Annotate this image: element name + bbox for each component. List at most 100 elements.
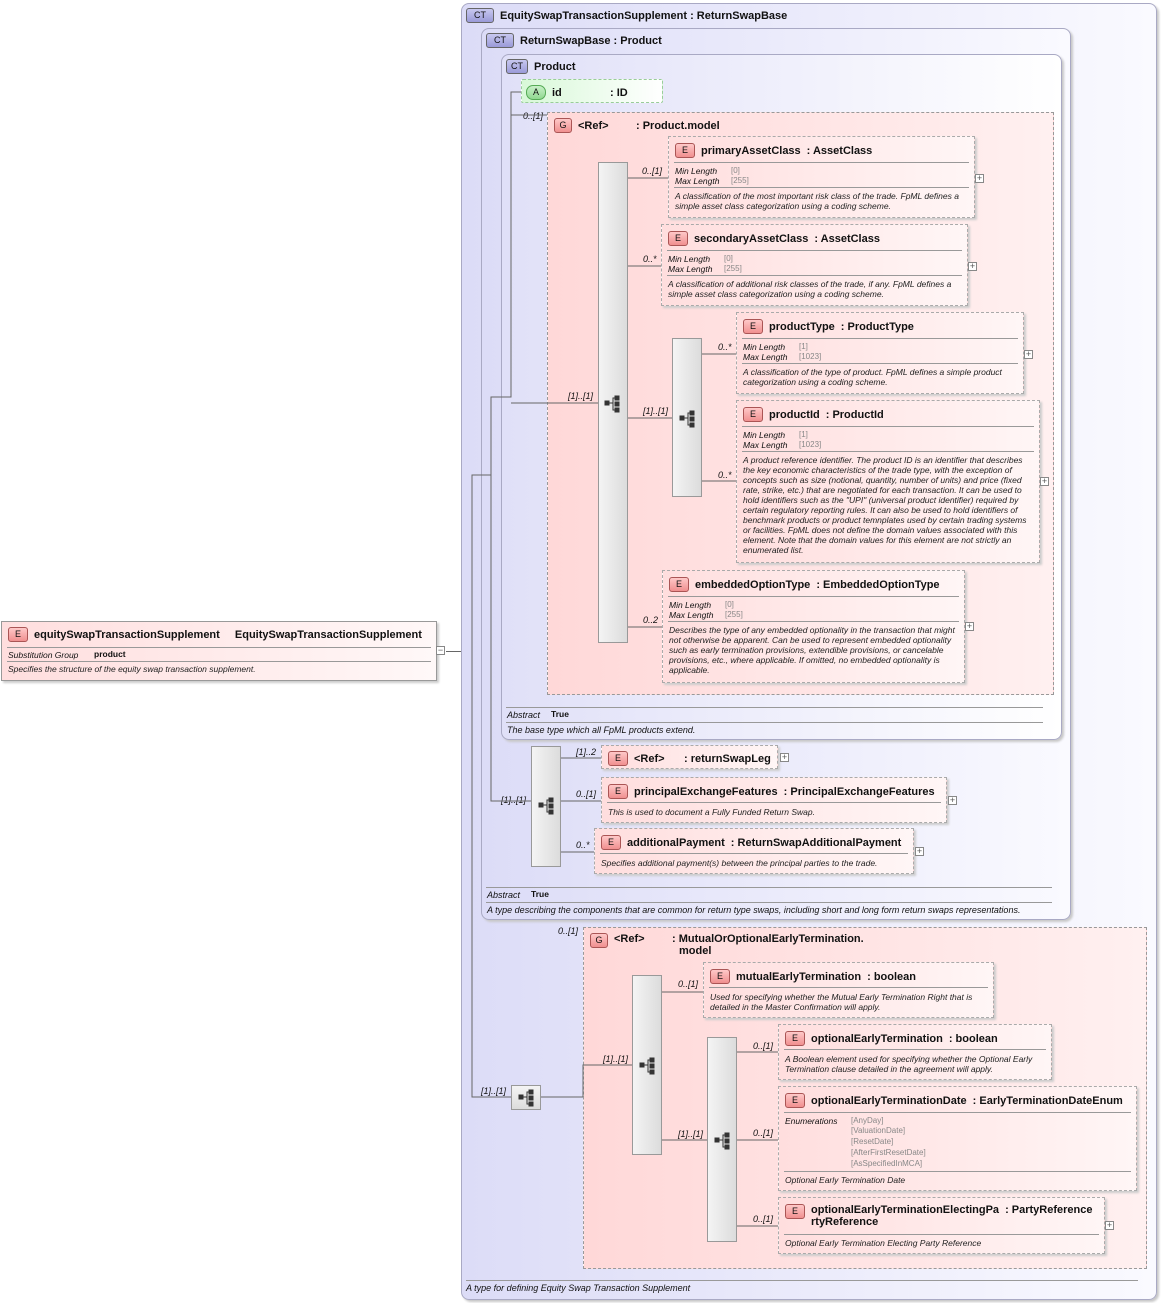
element-return-swap-leg[interactable]: E <Ref> : returnSwapLeg xyxy=(601,745,778,769)
enum-value: [AnyDay] xyxy=(851,1116,884,1125)
divider xyxy=(486,887,1052,888)
element-name: primaryAssetClass xyxy=(701,144,801,157)
expand-icon[interactable]: + xyxy=(780,752,789,762)
min-length-label: Min Length xyxy=(675,166,718,176)
max-length-value: [255] xyxy=(731,176,749,185)
divider xyxy=(742,426,1034,427)
max-length-value: [255] xyxy=(725,610,743,619)
divider xyxy=(7,647,431,648)
element-type: : PrincipalExchangeFeatures xyxy=(783,785,935,798)
element-type: : PartyReference xyxy=(1005,1204,1093,1216)
group-name-line2: model xyxy=(679,945,712,957)
early-termination-group-cardinality: 0..[1] xyxy=(558,926,579,936)
enum-value: [ValuationDate] xyxy=(851,1126,906,1135)
element-optional-early-termination[interactable]: E optionalEarlyTermination : boolean A B… xyxy=(778,1024,1052,1080)
group-ref: <Ref> xyxy=(578,119,609,132)
element-type: : ProductId xyxy=(825,408,884,421)
additional-payment-cardinality: 0..* xyxy=(576,840,590,850)
element-doc: A classification of the type of product.… xyxy=(743,367,1002,387)
element-optional-early-termination-date[interactable]: E optionalEarlyTerminationDate : EarlyTe… xyxy=(778,1086,1137,1191)
max-length-label: Max Length xyxy=(668,264,713,274)
min-length-value: [0] xyxy=(725,600,734,609)
divider xyxy=(784,1112,1131,1113)
divider xyxy=(674,187,969,188)
ct-mid-title: ReturnSwapBase : Product xyxy=(520,34,662,47)
ct-inner-title: Product xyxy=(534,60,576,73)
max-length-value: [255] xyxy=(724,264,742,273)
element-doc: A Boolean element used for specifying wh… xyxy=(785,1054,1033,1074)
mutual-early-termination-cardinality: 0..[1] xyxy=(678,979,699,989)
element-doc: Used for specifying whether the Mutual E… xyxy=(710,992,973,1012)
divider xyxy=(667,250,962,251)
element-type: : EarlyTerminationDateEnum xyxy=(972,1094,1123,1107)
abstract-value: True xyxy=(531,889,549,899)
element-badge-icon: E xyxy=(601,835,621,850)
expand-icon[interactable]: + xyxy=(915,846,924,856)
max-length-value: [1023] xyxy=(799,352,822,361)
sequence-early-termination[interactable] xyxy=(632,975,662,1155)
enum-value: [AsSpecifiedInMCA] xyxy=(851,1159,923,1168)
element-ref: <Ref> xyxy=(634,752,665,765)
expand-icon[interactable]: + xyxy=(968,261,977,271)
sequence-return-swap-base[interactable] xyxy=(531,746,561,867)
element-secondary-asset-class[interactable]: E secondaryAssetClass : AssetClass Min L… xyxy=(661,224,968,306)
substitution-group-value: product xyxy=(94,649,126,659)
element-name: productId xyxy=(769,408,820,421)
element-header: E productId : ProductId xyxy=(743,407,884,422)
expand-icon[interactable]: + xyxy=(1105,1220,1114,1230)
root-element-box[interactable]: E equitySwapTransactionSupplement Equity… xyxy=(1,621,437,681)
divider xyxy=(506,707,1043,708)
sequence-optional-early-termination[interactable] xyxy=(707,1037,737,1242)
element-name: mutualEarlyTermination xyxy=(736,970,862,983)
expand-icon[interactable]: + xyxy=(1040,476,1049,486)
element-doc: Specifies additional payment(s) between … xyxy=(601,858,878,868)
element-type: : boolean xyxy=(948,1032,998,1045)
group-name-block: : MutualOrOptionalEarlyTermination. mode… xyxy=(672,933,864,957)
element-badge-icon: E xyxy=(785,1093,805,1108)
enum-value: [AfterFirstResetDate] xyxy=(851,1148,926,1157)
element-mutual-early-termination[interactable]: E mutualEarlyTermination : boolean Used … xyxy=(703,962,994,1018)
element-product-id[interactable]: E productId : ProductId Min Length [1] M… xyxy=(736,400,1040,563)
expand-icon[interactable]: + xyxy=(1024,349,1033,359)
attribute-id-header: A id : ID xyxy=(526,85,628,100)
expand-icon[interactable]: + xyxy=(965,621,974,631)
element-header: E <Ref> : returnSwapLeg xyxy=(608,751,771,766)
element-badge-icon: E xyxy=(785,1031,805,1046)
attr-id-cardinality: 0..[1] xyxy=(523,111,544,121)
element-type: : AssetClass xyxy=(806,144,873,157)
sequence-product-type-id[interactable] xyxy=(672,338,702,497)
element-embedded-option-type[interactable]: E embeddedOptionType : EmbeddedOptionTyp… xyxy=(662,570,965,683)
element-header: E optionalEarlyTermination : boolean xyxy=(785,1031,998,1046)
sequence-product-model[interactable] xyxy=(598,162,628,643)
element-name: additionalPayment xyxy=(627,836,725,849)
element-product-type[interactable]: E productType : ProductType Min Length [… xyxy=(736,312,1024,394)
expand-icon[interactable]: + xyxy=(948,795,957,805)
element-header: E primaryAssetClass : AssetClass xyxy=(675,143,872,158)
element-principal-exchange-features[interactable]: E principalExchangeFeatures : PrincipalE… xyxy=(601,777,947,823)
element-primary-asset-class[interactable]: E primaryAssetClass : AssetClass Min Len… xyxy=(668,136,975,218)
element-optional-early-termination-electing-party-reference[interactable]: E optionalEarlyTerminationElectingPa rty… xyxy=(778,1197,1105,1254)
group-header: G <Ref> : Product.model xyxy=(554,118,720,133)
complex-type-badge-icon: CT xyxy=(506,59,528,74)
ct-outer-title: EquitySwapTransactionSupplement : Return… xyxy=(500,9,788,22)
divider xyxy=(674,162,969,163)
root-element-type: EquitySwapTransactionSupplement xyxy=(234,628,422,641)
element-additional-payment[interactable]: E additionalPayment : ReturnSwapAddition… xyxy=(594,828,914,874)
expand-icon[interactable]: + xyxy=(975,173,984,183)
element-doc: Describes the type of any embedded optio… xyxy=(669,625,955,675)
min-length-value: [1] xyxy=(799,430,808,439)
attribute-id[interactable]: A id : ID xyxy=(521,79,663,103)
root-element-header: E equitySwapTransactionSupplement Equity… xyxy=(8,627,422,642)
element-doc: A classification of additional risk clas… xyxy=(668,279,952,299)
min-length-label: Min Length xyxy=(743,430,786,440)
collapse-icon[interactable]: − xyxy=(436,645,445,655)
early-termination-sequence-cardinality: [1]..[1] xyxy=(603,1054,629,1064)
element-name-line2: rtyReference xyxy=(811,1216,879,1228)
min-length-label: Min Length xyxy=(743,342,786,352)
element-type: : EmbeddedOptionType xyxy=(816,578,940,591)
min-length-value: [0] xyxy=(731,166,740,175)
abstract-value: True xyxy=(551,709,569,719)
divider xyxy=(607,802,941,803)
sequence-equity-swap[interactable] xyxy=(511,1085,541,1110)
electing-party-cardinality: 0..[1] xyxy=(753,1214,774,1224)
